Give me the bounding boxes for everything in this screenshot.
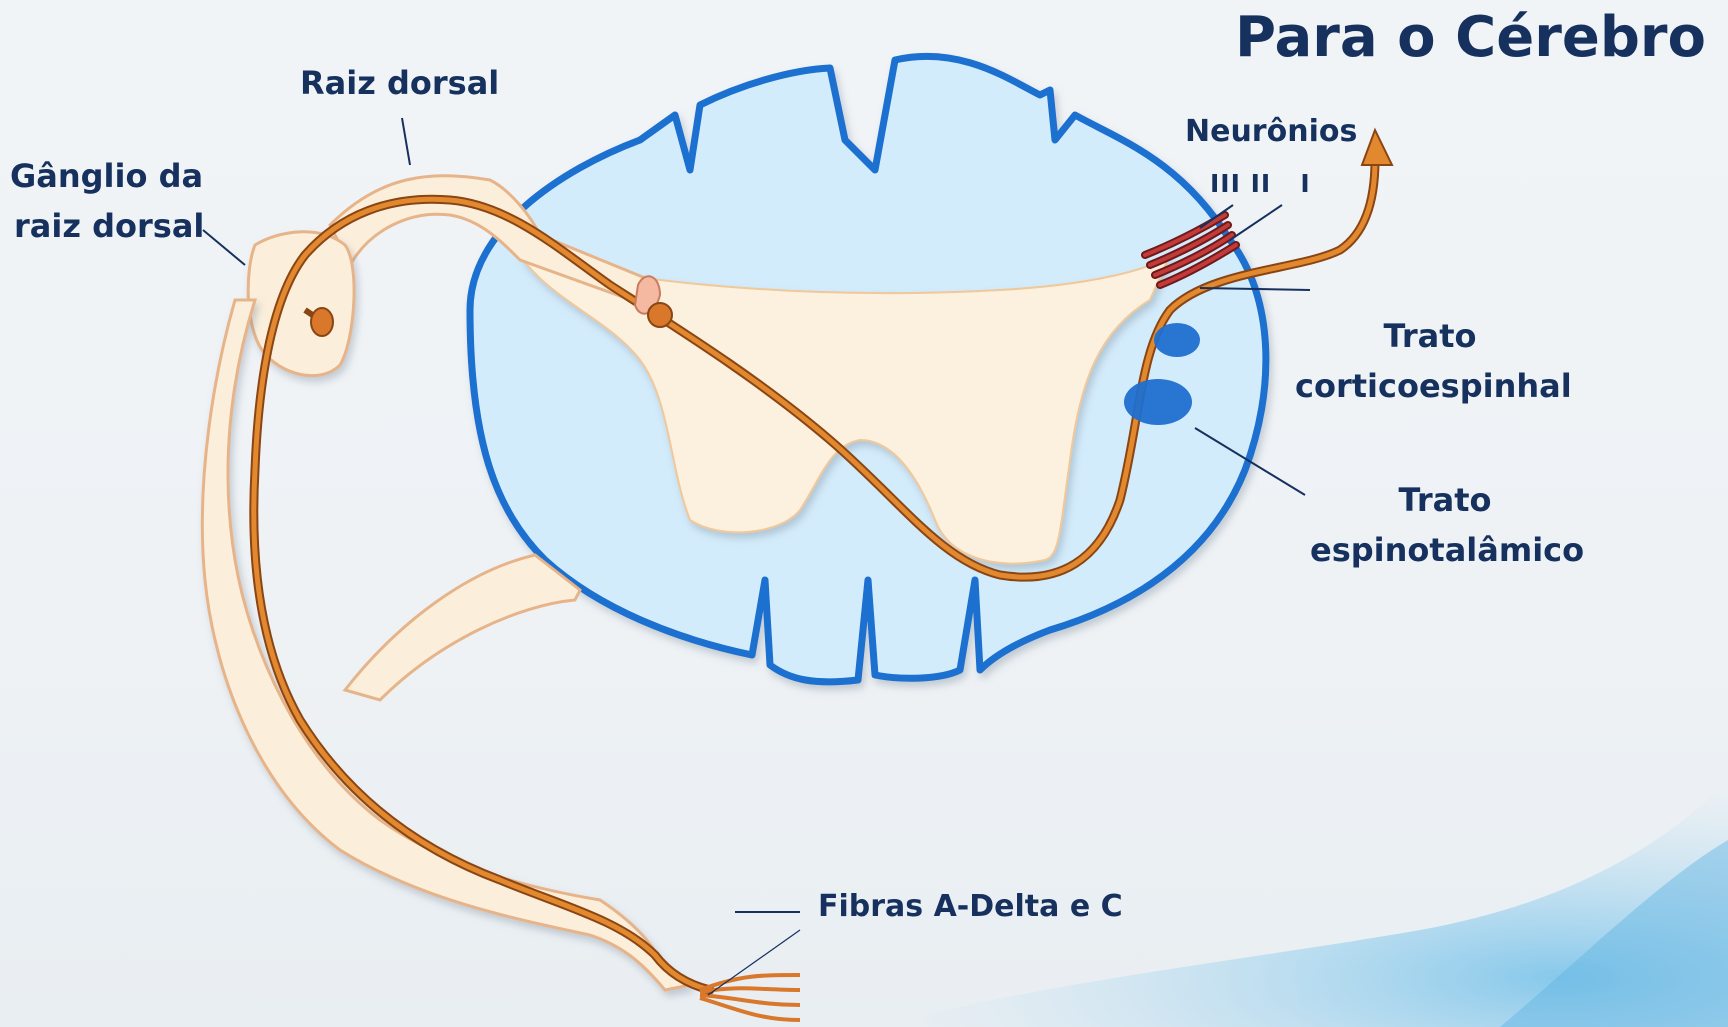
arrow-to-brain-icon — [1362, 130, 1392, 165]
corticospinal-label-line2: corticoespinhal — [1295, 368, 1565, 405]
ganglion-label-line2: raiz dorsal — [14, 208, 204, 245]
ganglion-label-line1: Gânglio da — [10, 158, 203, 195]
corticospinal-label-line1: Trato — [1295, 318, 1565, 355]
spinothalamic-label-line2: espinotalâmico — [1310, 532, 1580, 569]
fibers-label: Fibras A-Delta e C — [818, 890, 1123, 925]
neuron-layer-numerals: III II I — [1210, 170, 1311, 199]
spinothalamic-tract — [1124, 379, 1192, 425]
neurons-label: Neurônios — [1185, 115, 1357, 150]
spinothalamic-label-line1: Trato — [1310, 482, 1580, 519]
dorsal-root-label: Raiz dorsal — [300, 65, 499, 102]
corticospinal-tract — [1154, 323, 1200, 357]
nerve-endings — [700, 975, 800, 1020]
ventral-root-tube — [345, 555, 580, 700]
page-title: Para o Cérebro — [1235, 6, 1706, 70]
